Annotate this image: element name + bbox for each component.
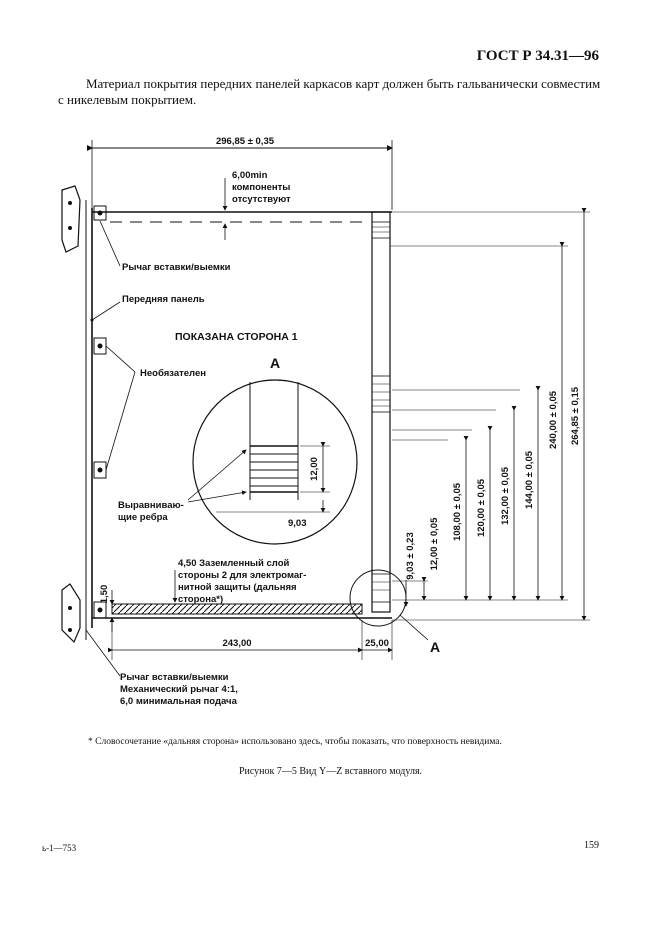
bottom-lever-shape <box>61 583 81 644</box>
vdim-903: 9,03 ± 0,23 <box>405 532 416 579</box>
figure-caption: Рисунок 7—5 Вид Y—Z вставного модуля. <box>238 766 423 777</box>
vdim-240: 240,00 ± 0,05 <box>548 390 559 449</box>
footnote: * Словосочетание «дальняя сторона» испол… <box>88 737 502 747</box>
dim-243: 243,00 <box>222 638 251 649</box>
bottom-lever-line3: 6,0 минимальная подача <box>120 696 238 707</box>
dim-25: 25,00 <box>365 638 389 649</box>
align-ribs-line2: щие ребра <box>118 512 168 523</box>
align-ribs-line1: Выравниваю- <box>118 500 184 511</box>
detail-dim-903: 9,03 <box>288 518 307 529</box>
detail-circle <box>192 379 358 545</box>
no-components-line1: компоненты <box>232 182 290 193</box>
vdim-12: 12,00 ± 0,05 <box>429 517 440 570</box>
section-a-label: А <box>430 639 440 655</box>
dim-150: 1,50 <box>99 585 110 604</box>
bottom-lever-line2: Механический рычаг 4:1, <box>120 684 238 695</box>
ground-strip <box>111 603 363 615</box>
vdim-144: 144,00 ± 0,05 <box>524 450 535 509</box>
side-shown-label: ПОКАЗАНА СТОРОНА 1 <box>175 331 298 343</box>
width-dim-label: 296,85 ± 0,35 <box>216 136 275 147</box>
detail-a-label: А <box>270 355 280 371</box>
vdim-264: 264,85 ± 0,15 <box>570 386 581 445</box>
vdim-132: 132,00 ± 0,05 <box>500 466 511 525</box>
page-number: 159 <box>584 840 599 851</box>
min-clearance-label: 6,00min <box>232 170 268 181</box>
optional-label: Необязателен <box>140 368 206 379</box>
standard-header: ГОСТ Р 34.31—96 <box>476 48 599 64</box>
vdim-120: 120,00 ± 0,05 <box>476 478 487 537</box>
ground-layer-line3: нитной защиты (дальняя <box>178 582 297 593</box>
ground-layer-line2: стороны 2 для электромаг- <box>178 570 306 581</box>
top-lever-label: Рычаг вставки/выемки <box>122 262 231 273</box>
no-components-line2: отсутствуют <box>232 194 291 205</box>
vdim-108: 108,00 ± 0,05 <box>452 482 463 541</box>
front-panel-label: Передняя панель <box>122 294 205 305</box>
ground-layer-line4: сторона*) <box>178 594 223 605</box>
print-mark: ь-1—753 <box>42 843 77 853</box>
bottom-lever-line1: Рычаг вставки/выемки <box>120 672 229 683</box>
detail-dim-12: 12,00 <box>309 457 320 481</box>
intro-paragraph: Материал покрытия передних панелей карка… <box>58 76 601 107</box>
section-circle <box>349 569 407 627</box>
top-lever-shape <box>61 185 81 253</box>
ground-layer-line1: 4,50 Заземленный слой <box>178 558 290 569</box>
